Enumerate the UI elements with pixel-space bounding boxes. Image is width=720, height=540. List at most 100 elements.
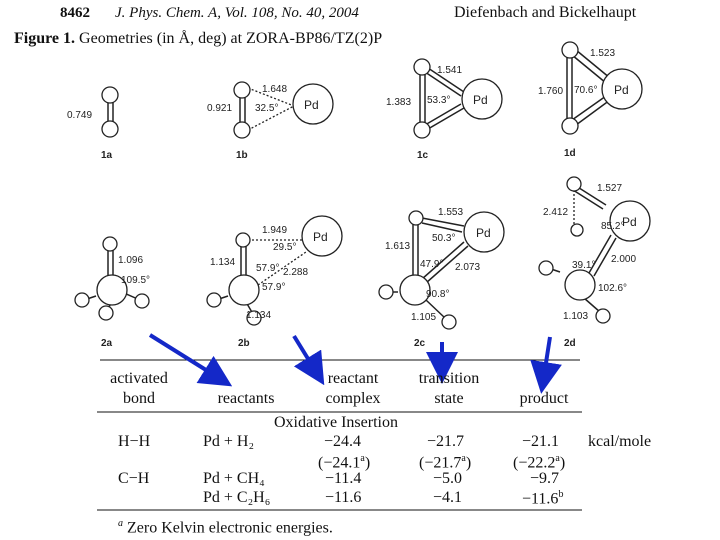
s1b-metal: Pd <box>304 98 319 112</box>
annotation-arrows <box>148 333 562 394</box>
s1c-metal: Pd <box>473 93 488 107</box>
row2-product: (−22.2a) <box>513 453 565 472</box>
s2a-angle: 109.5° <box>121 275 150 286</box>
col-header-bond: activated bond <box>98 369 180 409</box>
s2b-angle2: 57.9° <box>256 263 279 274</box>
s2c-ch2: 1.105 <box>411 312 436 323</box>
row2-ts: (−21.7a) <box>419 453 471 472</box>
row2-product-paren: ) <box>559 454 566 472</box>
figure-caption: Figure 1. Geometries (in Å, deg) at ZORA… <box>14 30 382 48</box>
s2d-metal: Pd <box>622 215 637 229</box>
row4-ts: −4.1 <box>433 489 463 506</box>
s2a-ch: 1.096 <box>118 255 143 266</box>
col-header-ts: transition state <box>406 369 492 409</box>
header-activated: activated <box>110 370 168 387</box>
row3-product: −9.7 <box>530 470 560 487</box>
row2-ts-value: (−21.7 <box>419 454 462 472</box>
s2b-angle3: 57.9° <box>262 282 285 293</box>
arrow-product <box>530 336 562 394</box>
s1b-angle: 32.5° <box>255 103 278 114</box>
footnote-marker: a <box>118 518 123 529</box>
s2b-metal: Pd <box>313 230 328 244</box>
authors: Diefenbach and Bickelhaupt <box>454 4 637 21</box>
s2d-label: 2d <box>564 338 576 349</box>
s2c-angle2: 47.9° <box>420 259 443 270</box>
structure-1b: Pd 1.648 0.921 32.5° 1b <box>207 81 334 161</box>
s1b-label: 1b <box>236 150 248 161</box>
row3-complex: −11.4 <box>325 470 362 487</box>
structure-1c: Pd 1.541 1.383 53.3° 1c <box>386 58 503 161</box>
s2b-ch1: 1.134 <box>210 257 235 268</box>
col-header-product: product <box>519 390 569 407</box>
header-transition: transition <box>418 370 480 387</box>
arrow-reactant-complex <box>292 334 325 386</box>
structure-2a: 1.096 109.5° 2a <box>74 236 150 349</box>
col-header-reactants: reactants <box>217 390 275 407</box>
footnote-text: Zero Kelvin electronic energies. <box>127 519 333 537</box>
row3-ts: −5.0 <box>433 470 463 487</box>
s1d-angle: 70.6° <box>574 85 597 96</box>
s2d-angle3: 102.6° <box>598 283 627 294</box>
row1-reactants: Pd + H₂ <box>203 433 255 450</box>
s1d-pd-h: 1.523 <box>590 48 615 59</box>
s2d-pd-h: 1.527 <box>597 183 622 194</box>
header-reactant: reactant <box>327 370 379 387</box>
s2b-label: 2b <box>238 338 250 349</box>
row2-product-value: (−22.2 <box>513 454 556 472</box>
figure-caption-text: Geometries (in Å, deg) at ZORA-BP86/TZ(2… <box>79 30 383 47</box>
structure-1a: 0.749 1a <box>67 86 119 161</box>
s1d-metal: Pd <box>614 83 629 97</box>
row1-complex: −24.4 <box>324 433 362 450</box>
row4-reactants: Pd + C₂H₆ <box>203 489 271 506</box>
s2b-ch2: 1.134 <box>246 310 271 321</box>
s2c-metal: Pd <box>476 226 491 240</box>
row4-complex: −11.6 <box>325 489 362 506</box>
row2-complex-paren: ) <box>364 454 371 472</box>
row2-complex-value: (−24.1 <box>318 454 361 472</box>
structure-2d: Pd 1.527 2.412 85.2° 2.000 39.1° 102.6° … <box>538 176 651 349</box>
s1c-label: 1c <box>417 150 429 161</box>
row3-reactants: Pd + CH₄ <box>203 470 265 487</box>
row1-ts: −21.7 <box>427 433 465 450</box>
row4-product: −11.6b <box>522 489 563 508</box>
header-state: state <box>434 390 464 407</box>
section-title: Oxidative Insertion <box>274 414 398 431</box>
row1-product: −21.1 <box>522 433 560 450</box>
s1b-pd-h: 1.648 <box>262 84 287 95</box>
row2-product-note: a <box>555 453 560 464</box>
s1b-bond: 0.921 <box>207 103 232 114</box>
header-complex: complex <box>325 390 381 407</box>
s2c-angle3: 90.8° <box>426 289 449 300</box>
s2a-label: 2a <box>101 338 113 349</box>
row2-complex-note: a <box>360 453 365 464</box>
unit-label: kcal/mole <box>588 433 652 450</box>
table-footnote: a Zero Kelvin electronic energies. <box>118 518 333 537</box>
structure-2c: Pd 1.553 50.3° 1.613 47.9° 2.073 90.8° 1… <box>378 207 505 349</box>
row4-product-note: b <box>558 489 564 500</box>
row4-product-value: −11.6 <box>522 490 559 508</box>
s1d-bond: 1.760 <box>538 86 563 97</box>
s2b-pd-c: 2.288 <box>283 267 308 278</box>
s2d-angle1: 85.2° <box>601 221 624 232</box>
journal-citation: J. Phys. Chem. A, Vol. 108, No. 40, 2004 <box>115 5 359 21</box>
figure-label: Figure 1. <box>14 30 76 47</box>
structure-1d: Pd 1.523 1.760 70.6° 1d <box>538 41 643 159</box>
row2-complex: (−24.1a) <box>318 453 370 472</box>
page-number: 8462 <box>60 5 90 21</box>
s2c-angle1: 50.3° <box>432 233 455 244</box>
col-header-complex: reactant complex <box>310 369 396 409</box>
row2-ts-paren: ) <box>465 454 472 472</box>
s2d-ch: 1.103 <box>563 311 588 322</box>
s2c-pd-h: 1.553 <box>438 207 463 218</box>
s2c-label: 2c <box>414 338 426 349</box>
s1d-label: 1d <box>564 148 576 159</box>
s2b-pd-h: 1.949 <box>262 225 287 236</box>
s2d-pd-c: 2.000 <box>611 254 636 265</box>
header-bond: bond <box>123 390 155 407</box>
s2c-pd-c: 2.073 <box>455 262 480 273</box>
s2c-ch: 1.613 <box>385 241 410 252</box>
row3-bond: C−H <box>118 470 150 487</box>
structure-2b: Pd 1.949 29.5° 1.134 57.9° 2.288 57.9° 1… <box>206 215 343 349</box>
s1a-bond-length: 0.749 <box>67 110 92 121</box>
